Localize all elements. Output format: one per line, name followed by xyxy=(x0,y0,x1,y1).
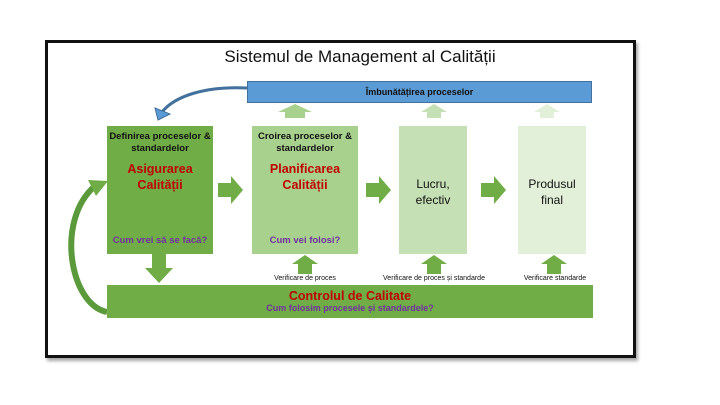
qc-heading: Controlul de Calitate xyxy=(288,289,412,303)
feedback-arrow-green-head xyxy=(88,180,108,196)
box-subtitle: Definirea proceselor & standardelor xyxy=(109,131,211,154)
down-arrow-qc xyxy=(145,254,173,283)
box-heading: Planificarea Calității xyxy=(269,162,341,192)
box-subtitle: Croirea proceselor & standardelor xyxy=(258,131,352,154)
up-arrow-verify-1 xyxy=(292,255,318,274)
box-heading: Asigurarea Calității xyxy=(127,162,193,192)
flow-arrow-1 xyxy=(218,176,243,204)
improvement-bar: Îmbunătățirea proceselor xyxy=(247,81,592,103)
improvement-label: Îmbunătățirea proceselor xyxy=(365,87,474,97)
box-quality-planning: Croirea proceselor & standardelor Planif… xyxy=(252,126,358,254)
box-final-product: Produsul final xyxy=(518,126,586,254)
box-label: Lucru, efectiv xyxy=(415,177,451,207)
box-question: Cum vei folosi? xyxy=(269,235,341,246)
box-quality-assurance: Definirea proceselor & standardelor Asig… xyxy=(107,126,213,254)
up-arrow-improve-1 xyxy=(278,104,312,118)
up-arrow-improve-2 xyxy=(421,104,447,118)
up-arrow-improve-3 xyxy=(534,104,560,118)
box-question: Cum vrei să se facă? xyxy=(112,235,208,246)
verification-label: Verificare de proces și standarde xyxy=(383,275,485,282)
up-arrow-verify-2 xyxy=(421,255,447,274)
qc-question: Cum folosim procesele și standardele? xyxy=(266,303,434,313)
diagram-title: Sistemul de Management al Calității xyxy=(224,47,496,66)
feedback-arrow-green xyxy=(68,183,108,315)
flow-arrow-2 xyxy=(366,176,391,204)
verification-label: Verificare standarde xyxy=(523,275,587,282)
box-label: Produsul final xyxy=(528,177,576,207)
feedback-arrow-blue xyxy=(160,86,248,113)
flow-arrow-3 xyxy=(481,176,506,204)
feedback-arrow-blue-head xyxy=(154,107,172,121)
box-actual-work: Lucru, efectiv xyxy=(399,126,467,254)
quality-control-bar: Controlul de Calitate Cum folosim proces… xyxy=(107,285,593,318)
up-arrow-verify-3 xyxy=(541,255,567,274)
verification-label: Verificare de proces xyxy=(274,275,336,282)
